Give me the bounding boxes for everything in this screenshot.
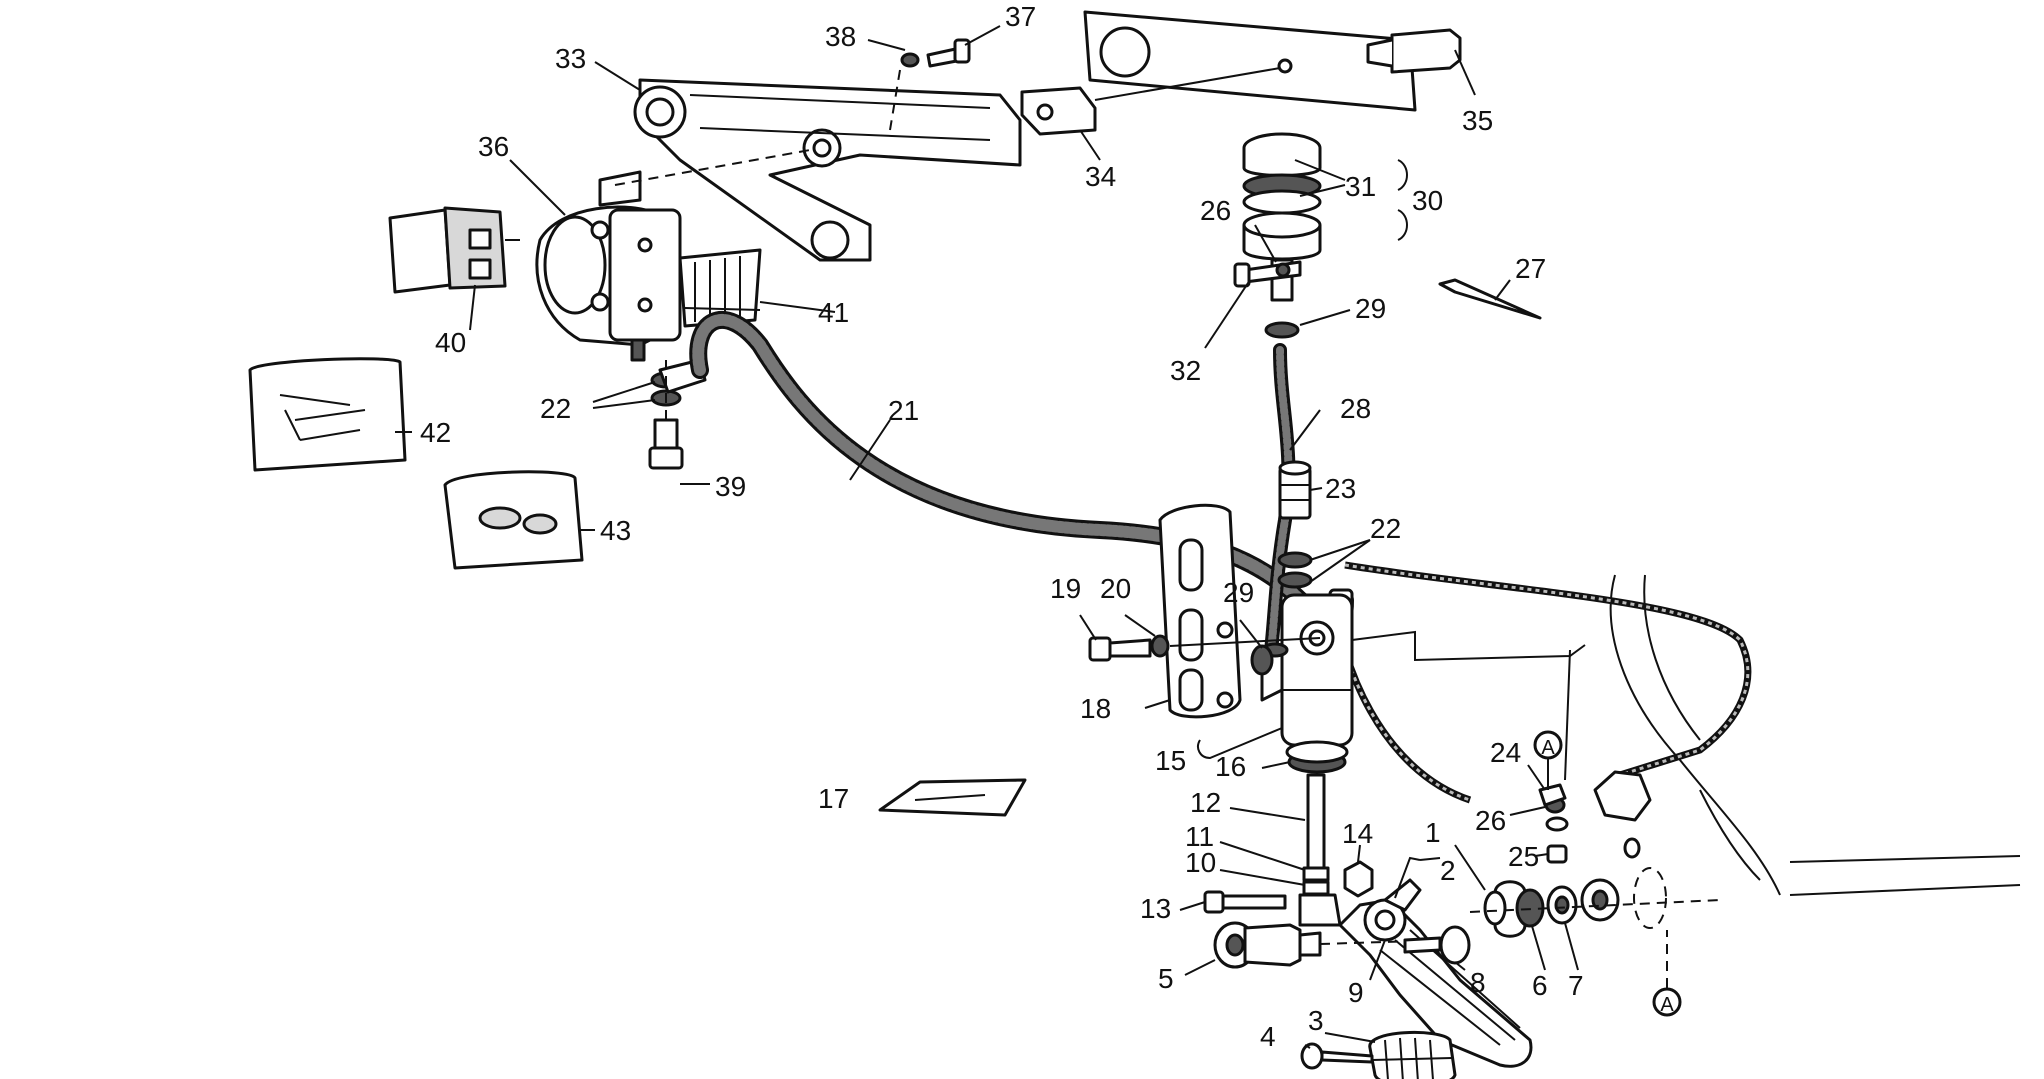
reservoir-hose-28 bbox=[1263, 343, 1296, 667]
washer-7 bbox=[1546, 885, 1578, 925]
screw-4 bbox=[1300, 1042, 1374, 1070]
boot-16 bbox=[1285, 740, 1349, 774]
callout-7: 7 bbox=[1568, 970, 1584, 1001]
master-cylinder-15 bbox=[1260, 593, 1586, 747]
callout-6: 6 bbox=[1532, 970, 1548, 1001]
callout-33: 33 bbox=[555, 43, 586, 74]
caliper-36 bbox=[535, 149, 811, 362]
callout-labels: 1 2 3 4 5 6 7 8 9 10 11 12 13 14 15 16 1… bbox=[420, 1, 1584, 1052]
heat-shield-41 bbox=[678, 248, 762, 328]
callout-22b: 22 bbox=[1370, 513, 1401, 544]
clamp-34 bbox=[1020, 67, 1281, 136]
clip-29 bbox=[1264, 321, 1300, 339]
ref-marker-a-bottom: A bbox=[1652, 930, 1682, 1017]
callout-24: 24 bbox=[1490, 737, 1521, 768]
callout-20: 20 bbox=[1100, 573, 1131, 604]
callout-36: 36 bbox=[478, 131, 509, 162]
callout-21: 21 bbox=[888, 395, 919, 426]
callout-4: 4 bbox=[1260, 1021, 1276, 1052]
callout-34: 34 bbox=[1085, 161, 1116, 192]
pedal-rubber-3 bbox=[1368, 1031, 1457, 1079]
callout-1: 1 bbox=[1425, 817, 1441, 848]
callout-41: 41 bbox=[818, 297, 849, 328]
plate-18 bbox=[1158, 503, 1242, 719]
banjo-bolt-39 bbox=[648, 358, 707, 470]
callout-37: 37 bbox=[1005, 1, 1036, 32]
repair-kit-17 bbox=[878, 778, 1027, 817]
screw-37 bbox=[926, 38, 971, 68]
screw-8 bbox=[1403, 925, 1471, 965]
callout-16: 16 bbox=[1215, 751, 1246, 782]
callout-39: 39 bbox=[715, 471, 746, 502]
callout-40: 40 bbox=[435, 327, 466, 358]
callout-12: 12 bbox=[1190, 787, 1221, 818]
adjuster-nut bbox=[1593, 770, 1652, 822]
repair-kit-43 bbox=[443, 470, 584, 570]
swingarm-35 bbox=[1083, 10, 1462, 112]
callout-15: 15 bbox=[1155, 745, 1186, 776]
bolt-25 bbox=[1538, 649, 1571, 864]
svg-text:A: A bbox=[1660, 994, 1674, 1016]
svg-text:A: A bbox=[1541, 737, 1555, 759]
pivot-5 bbox=[1213, 921, 1451, 969]
screw-32 bbox=[1233, 260, 1302, 288]
callout-27: 27 bbox=[1515, 253, 1546, 284]
brake-pads-40 bbox=[388, 206, 520, 294]
callout-5: 5 bbox=[1158, 963, 1174, 994]
callout-26a: 26 bbox=[1200, 195, 1231, 226]
callout-43: 43 bbox=[600, 515, 631, 546]
leader-lines bbox=[395, 25, 1579, 1049]
callout-3: 3 bbox=[1308, 1005, 1324, 1036]
frame-outline bbox=[1609, 574, 2021, 896]
washer-38 bbox=[889, 52, 920, 131]
callout-23: 23 bbox=[1325, 473, 1356, 504]
callout-8: 8 bbox=[1470, 967, 1486, 998]
bracket-33 bbox=[633, 78, 1022, 262]
callout-31: 31 bbox=[1345, 171, 1376, 202]
callout-32: 32 bbox=[1170, 355, 1201, 386]
ref-marker-a-top: A bbox=[1533, 730, 1563, 790]
callout-38: 38 bbox=[825, 21, 856, 52]
callout-2: 2 bbox=[1440, 855, 1456, 886]
callout-22a: 22 bbox=[540, 393, 571, 424]
callout-9: 9 bbox=[1348, 977, 1364, 1008]
bolt-13 bbox=[1203, 890, 1287, 914]
callout-26b: 26 bbox=[1475, 805, 1506, 836]
reservoir-30 bbox=[1242, 132, 1322, 302]
pin-27 bbox=[1438, 278, 1542, 320]
callout-17: 17 bbox=[818, 783, 849, 814]
callout-25: 25 bbox=[1508, 841, 1539, 872]
callout-30: 30 bbox=[1412, 185, 1443, 216]
callout-42: 42 bbox=[420, 417, 451, 448]
bolt-19 bbox=[1088, 634, 1321, 662]
nut-14 bbox=[1343, 860, 1374, 898]
callout-19: 19 bbox=[1050, 573, 1081, 604]
callout-28: 28 bbox=[1340, 393, 1371, 424]
callout-11: 11 bbox=[1185, 821, 1214, 852]
callout-10: 10 bbox=[1185, 847, 1216, 878]
bushing-7b bbox=[1469, 837, 1721, 929]
callout-29b: 29 bbox=[1223, 577, 1254, 608]
cable bbox=[1331, 561, 1752, 804]
callout-13: 13 bbox=[1140, 893, 1171, 924]
callout-35: 35 bbox=[1462, 105, 1493, 136]
pushrod-12 bbox=[1298, 773, 1342, 927]
clip-29-mid bbox=[1250, 644, 1274, 676]
callout-14: 14 bbox=[1342, 818, 1373, 849]
repair-kit-42 bbox=[248, 357, 407, 472]
callout-18: 18 bbox=[1080, 693, 1111, 724]
callout-29a: 29 bbox=[1355, 293, 1386, 324]
